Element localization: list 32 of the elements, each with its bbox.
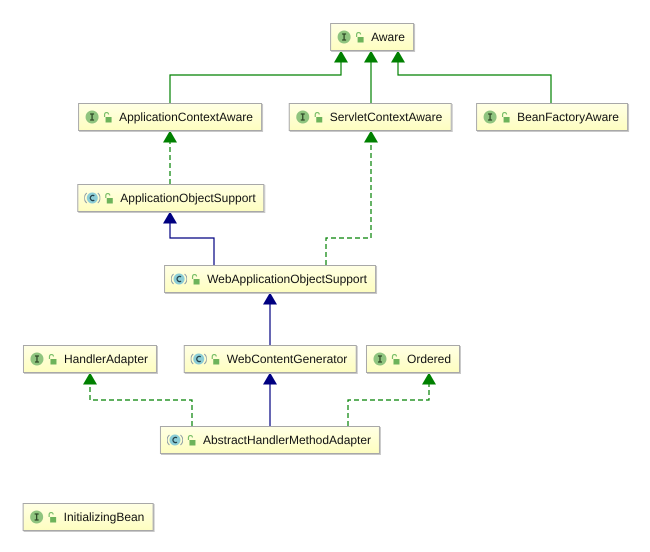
type-box <box>330 23 414 51</box>
type-box <box>184 345 356 373</box>
type-name: ApplicationObjectSupport <box>120 191 256 205</box>
arrow <box>163 130 177 184</box>
arrow <box>163 212 215 265</box>
type-name: Ordered <box>406 352 452 366</box>
arrow <box>169 50 348 103</box>
type-box <box>160 426 380 454</box>
type-name: WebContentGenerator <box>226 352 348 366</box>
type-box <box>22 503 154 531</box>
type-name: BeanFactoryAware <box>517 110 619 124</box>
arrow <box>325 130 378 265</box>
type-name: AbstractHandlerMethodAdapter <box>202 433 372 447</box>
type-box <box>22 345 158 373</box>
type-name: ServletContextAware <box>330 110 442 124</box>
type-name: ApplicationContextAware <box>119 110 253 124</box>
type-box <box>366 345 460 373</box>
arrow <box>263 372 277 426</box>
type-box <box>78 103 262 131</box>
type-box <box>476 103 628 131</box>
arrow <box>364 50 378 103</box>
arrow <box>263 292 277 345</box>
arrow <box>347 372 436 426</box>
arrow <box>83 372 193 426</box>
arrow <box>391 50 552 103</box>
type-name: Aware <box>371 30 405 44</box>
type-name: HandlerAdapter <box>64 352 148 366</box>
type-box <box>164 265 376 293</box>
type-box <box>77 184 265 212</box>
type-box <box>288 103 452 131</box>
type-name: WebApplicationObjectSupport <box>207 272 367 286</box>
type-name: InitializingBean <box>64 510 144 524</box>
